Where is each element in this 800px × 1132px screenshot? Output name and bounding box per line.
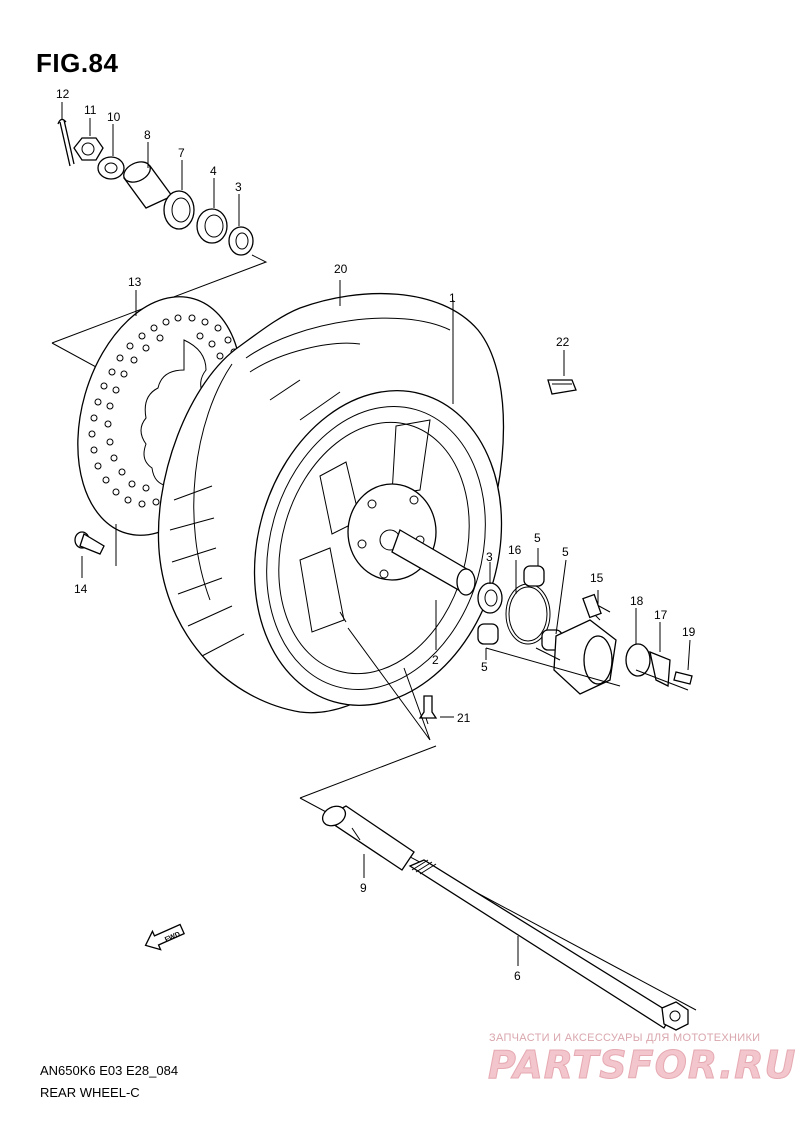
callout-11: 11 <box>84 103 97 117</box>
part-tire-valve <box>418 695 438 725</box>
callout-5-bottom: 5 <box>481 660 488 674</box>
part-spacer-7 <box>163 190 195 230</box>
part-bearing-3-right <box>477 582 503 614</box>
callout-1: 1 <box>449 291 456 305</box>
part-bracket-clip <box>547 379 577 395</box>
callout-3-right: 3 <box>486 550 493 564</box>
part-spacer-8 <box>123 161 173 209</box>
part-sensor-rotor-hub <box>535 593 617 695</box>
callout-19: 19 <box>682 625 696 639</box>
fwd-arrow-icon <box>144 923 185 951</box>
part-bearing-4 <box>196 208 228 244</box>
part-bearing-3-upper <box>228 226 254 256</box>
part-cotter-pin <box>57 118 75 167</box>
part-washer <box>97 156 125 180</box>
part-disc-bolt <box>74 531 105 555</box>
callout-22: 22 <box>556 335 570 349</box>
callout-18: 18 <box>630 594 644 608</box>
model-code: AN650K6 E03 E28_084 <box>40 1063 179 1078</box>
callout-12: 12 <box>56 87 70 101</box>
part-rear-axle <box>408 859 689 1031</box>
watermark-tagline: ЗАПЧАСТИ И АКСЕССУАРЫ ДЛЯ МОТОТЕХНИКИ <box>489 1032 761 1044</box>
callout-labels: 12 11 10 8 7 4 3 13 20 1 22 14 3 16 5 5 … <box>56 87 696 983</box>
part-damper-5a <box>523 565 545 587</box>
part-collar-9 <box>321 805 415 871</box>
callout-7: 7 <box>178 146 185 160</box>
callout-6: 6 <box>514 969 521 983</box>
callout-9: 9 <box>360 881 367 895</box>
part-sensor-cover <box>625 643 651 677</box>
part-screw-19 <box>673 671 693 685</box>
callout-8: 8 <box>144 128 151 142</box>
callout-15: 15 <box>590 571 604 585</box>
part-sensor-plate <box>649 650 671 688</box>
part-axle-nut <box>73 137 104 161</box>
callout-21: 21 <box>457 711 471 725</box>
watermark-logo: PARTSFOR.RU <box>487 1043 797 1088</box>
part-wheel-rim <box>253 390 503 706</box>
figure-title: FIG.84 <box>36 48 119 78</box>
callout-13: 13 <box>128 275 142 289</box>
callout-5-mid: 5 <box>562 545 569 559</box>
section-name: REAR WHEEL-C <box>40 1085 140 1100</box>
callout-14: 14 <box>74 582 88 596</box>
callout-4: 4 <box>210 164 217 178</box>
callout-16: 16 <box>508 543 522 557</box>
part-damper-5b <box>477 623 499 645</box>
callout-3-upper: 3 <box>235 180 242 194</box>
callout-2: 2 <box>432 653 439 667</box>
callout-20: 20 <box>334 262 348 276</box>
callout-5-top: 5 <box>534 531 541 545</box>
callout-17: 17 <box>654 608 668 622</box>
callout-10: 10 <box>107 110 121 124</box>
